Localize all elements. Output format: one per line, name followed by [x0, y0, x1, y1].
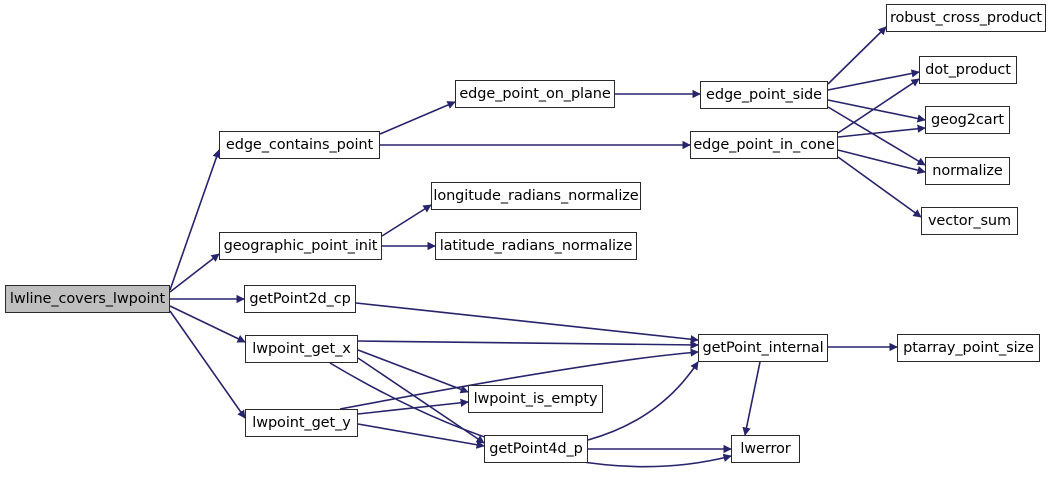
node-lwpoint-get-y[interactable]: lwpoint_get_y [245, 409, 358, 437]
call-edge [827, 69, 920, 91]
node-latitude-radians-normalize[interactable]: latitude_radians_normalize [435, 232, 637, 260]
node-robust-cross-product[interactable]: robust_cross_product [886, 4, 1046, 32]
call-edge [357, 340, 699, 350]
node-getPoint2d-cp[interactable]: getPoint2d_cp [244, 285, 356, 313]
call-edge [742, 361, 761, 436]
node-edge-point-side[interactable]: edge_point_side [700, 81, 828, 109]
node-label: edge_point_on_plane [459, 85, 611, 102]
node-lwline-covers-lwpoint[interactable]: lwline_covers_lwpoint [5, 285, 170, 313]
node-lwpoint-is-empty[interactable]: lwpoint_is_empty [468, 385, 603, 413]
call-edge [587, 361, 699, 441]
call-edge [827, 99, 926, 123]
node-vector-sum[interactable]: vector_sum [921, 207, 1018, 235]
node-label: latitude_radians_normalize [439, 237, 633, 254]
call-edge [837, 78, 920, 134]
node-label: geographic_point_init [223, 237, 378, 254]
node-edge-point-on-plane[interactable]: edge_point_on_plane [455, 80, 615, 108]
node-label: geog2cart [930, 111, 1005, 128]
node-label: ptarray_point_size [903, 339, 1034, 356]
call-edge [169, 149, 221, 291]
call-edge [355, 302, 699, 344]
node-label: edge_point_in_cone [693, 136, 835, 153]
call-edge [169, 305, 246, 343]
node-ptarray-point-size[interactable]: ptarray_point_size [897, 334, 1040, 362]
call-edge [169, 253, 220, 293]
node-label: robust_cross_product [889, 9, 1042, 26]
node-label: normalize [932, 162, 1003, 179]
call-edge [379, 101, 456, 135]
node-lwerror[interactable]: lwerror [731, 435, 800, 463]
node-label: dot_product [925, 61, 1011, 78]
node-label: longitude_radians_normalize [433, 187, 639, 204]
call-edge [357, 349, 469, 394]
node-label: lwerror [740, 440, 791, 457]
call-edge [169, 310, 246, 419]
node-label: edge_point_side [706, 86, 822, 103]
node-normalize[interactable]: normalize [925, 157, 1010, 185]
node-edge-point-in-cone[interactable]: edge_point_in_cone [690, 131, 838, 159]
call-edge [827, 106, 926, 166]
node-edge-contains-point[interactable]: edge_contains_point [219, 131, 380, 159]
node-lwpoint-get-x[interactable]: lwpoint_get_x [245, 335, 358, 363]
call-edge [357, 357, 485, 444]
call-edge [381, 204, 432, 237]
node-label: edge_contains_point [225, 136, 374, 153]
node-label: vector_sum [927, 212, 1012, 229]
call-edge [357, 423, 485, 449]
node-label: getPoint_internal [702, 339, 824, 356]
node-geog2cart[interactable]: geog2cart [925, 106, 1010, 134]
call-edge [357, 398, 469, 415]
node-dot-product[interactable]: dot_product [919, 56, 1017, 84]
node-label: lwpoint_is_empty [473, 390, 598, 407]
node-label: lwpoint_get_y [252, 414, 351, 431]
node-geographic-point-init[interactable]: geographic_point_init [219, 232, 382, 260]
call-edge [827, 26, 887, 85]
node-label: lwpoint_get_x [252, 340, 351, 357]
node-label: getPoint2d_cp [249, 290, 351, 307]
call-edge [837, 156, 922, 218]
node-label: getPoint4d_p [489, 440, 583, 457]
node-label: lwline_covers_lwpoint [9, 290, 166, 307]
call-edge [837, 124, 926, 138]
node-getPoint-internal[interactable]: getPoint_internal [698, 334, 828, 362]
node-getPoint4d-p[interactable]: getPoint4d_p [484, 435, 588, 463]
node-longitude-radians-normalize[interactable]: longitude_radians_normalize [431, 182, 641, 210]
call-edge [837, 149, 926, 175]
